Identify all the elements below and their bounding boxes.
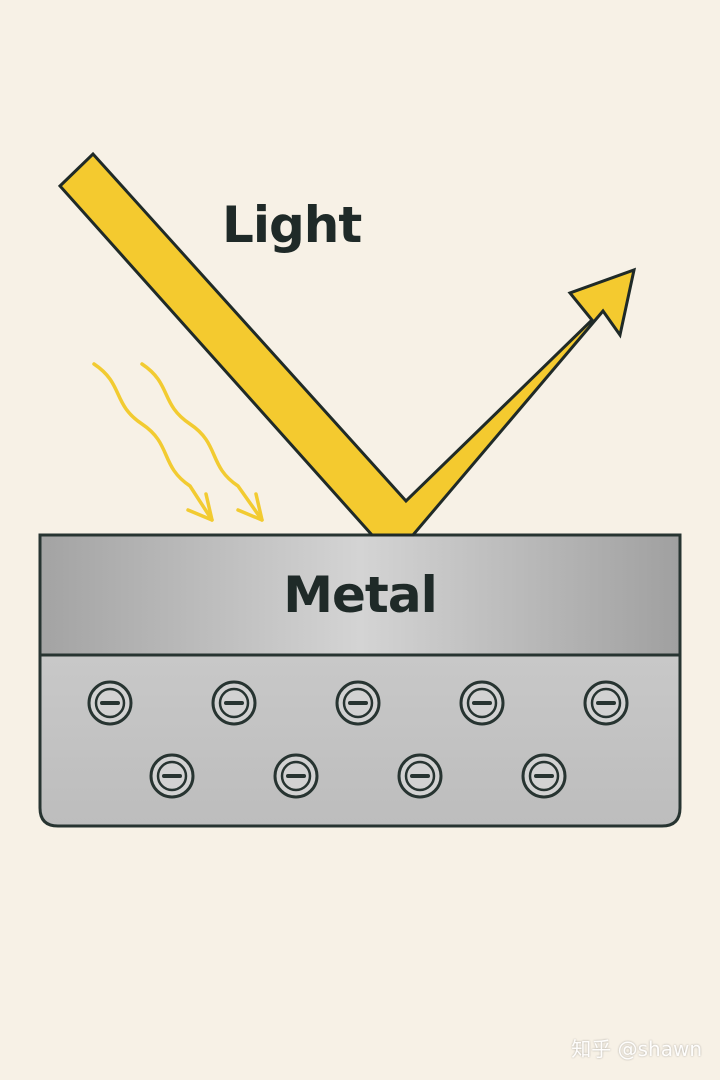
electron-inner-ring xyxy=(590,687,622,719)
electron xyxy=(87,680,133,726)
metal-surface-band xyxy=(38,533,682,657)
wavy-ray-1 xyxy=(92,362,214,522)
electron xyxy=(397,753,443,799)
wavy-ray-2-arrowhead xyxy=(236,492,264,522)
electron-inner-ring xyxy=(342,687,374,719)
wavy-light-rays xyxy=(92,362,264,522)
electron xyxy=(273,753,319,799)
electron-inner-ring xyxy=(218,687,250,719)
electron xyxy=(149,753,195,799)
light-beam xyxy=(57,151,637,537)
metal-body xyxy=(38,653,682,828)
electron-inner-ring xyxy=(466,687,498,719)
electron xyxy=(521,753,567,799)
electron-inner-ring xyxy=(404,760,436,792)
watermark: 知乎 @shawn xyxy=(571,1037,702,1061)
wavy-ray-2 xyxy=(140,362,264,522)
electron xyxy=(211,680,257,726)
light-label: Light xyxy=(222,196,362,254)
electron xyxy=(459,680,505,726)
electron-inner-ring xyxy=(528,760,560,792)
metal-label: Metal xyxy=(283,566,437,624)
electron xyxy=(335,680,381,726)
electron xyxy=(583,680,629,726)
electron-group xyxy=(87,680,629,799)
wavy-ray-1-arrowhead xyxy=(186,492,214,522)
electron-inner-ring xyxy=(94,687,126,719)
electron-inner-ring xyxy=(156,760,188,792)
electron-inner-ring xyxy=(280,760,312,792)
